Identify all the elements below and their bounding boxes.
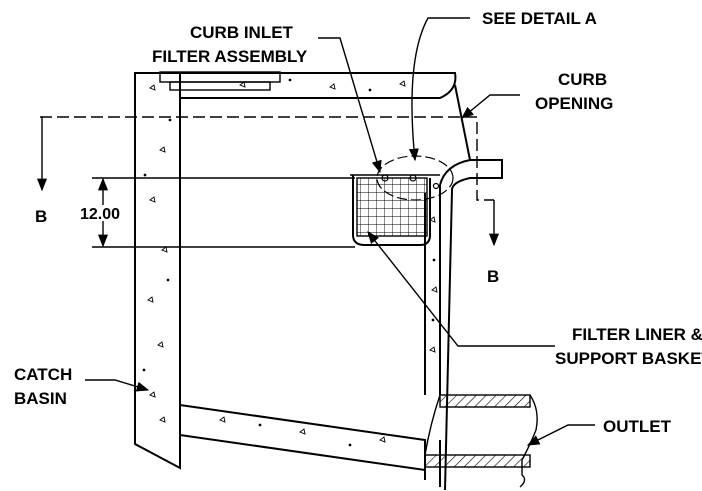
outlet-pipe-top-wall bbox=[439, 394, 531, 408]
label-section-b-left: B bbox=[35, 207, 47, 226]
dimension-12 bbox=[92, 177, 355, 248]
right-wall-outer bbox=[444, 189, 453, 491]
curb-slope bbox=[454, 84, 471, 161]
grate-frame bbox=[169, 81, 271, 91]
label-filter-liner: FILTER LINER & bbox=[572, 325, 702, 344]
section-line-b bbox=[36, 116, 500, 247]
label-see-detail-a: SEE DETAIL A bbox=[482, 9, 597, 28]
label-opening: OPENING bbox=[535, 94, 613, 113]
label-catch: CATCH bbox=[14, 365, 72, 384]
top-slab bbox=[135, 72, 457, 99]
left-wall bbox=[134, 72, 181, 470]
basket-grid bbox=[356, 177, 428, 237]
filter-basket bbox=[350, 155, 454, 246]
label-basin: BASIN bbox=[14, 389, 67, 408]
outlet-pipe-bottom-wall bbox=[424, 454, 531, 468]
concrete-aggregate bbox=[142, 78, 438, 447]
leaders bbox=[85, 17, 595, 446]
right-wall bbox=[424, 185, 441, 487]
label-support-basket: SUPPORT BASKET bbox=[555, 349, 702, 368]
bottom-slab bbox=[179, 403, 426, 472]
label-section-b-right: B bbox=[487, 267, 499, 286]
catch-basin-structure bbox=[134, 71, 503, 491]
label-dimension: 12.00 bbox=[80, 206, 120, 223]
label-outlet: OUTLET bbox=[603, 417, 672, 436]
outlet-pipe bbox=[424, 394, 538, 488]
label-curb: CURB bbox=[558, 70, 607, 89]
label-filter-assembly: FILTER ASSEMBLY bbox=[152, 47, 308, 66]
label-curb-inlet: CURB INLET bbox=[190, 23, 294, 42]
basket-liner bbox=[352, 175, 431, 246]
right-wall-top bbox=[439, 159, 503, 191]
